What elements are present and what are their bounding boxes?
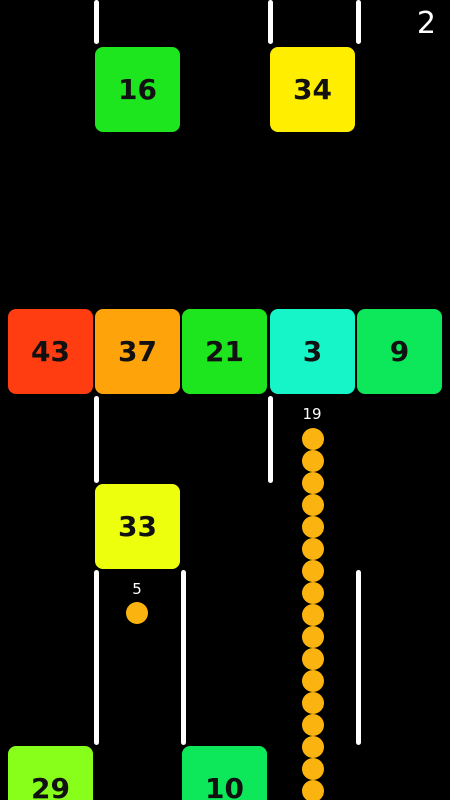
pickup-value-label: 5 <box>132 580 142 598</box>
number-block-43: 43 <box>8 309 93 394</box>
snake-segment <box>302 472 324 494</box>
snake-segment <box>302 692 324 714</box>
snake-segment <box>302 494 324 516</box>
snake-segment <box>302 450 324 472</box>
number-block-16: 16 <box>95 47 180 132</box>
snake-segment <box>302 670 324 692</box>
wall <box>181 570 186 745</box>
wall <box>268 396 273 483</box>
number-block-34: 34 <box>270 47 355 132</box>
snake-segment <box>302 560 324 582</box>
number-block-3: 3 <box>270 309 355 394</box>
snake-segment <box>302 538 324 560</box>
pickup-ball <box>126 602 148 624</box>
snake-segment <box>302 714 324 736</box>
number-block-10: 10 <box>182 746 267 800</box>
snake-segment <box>302 758 324 780</box>
number-block-37: 37 <box>95 309 180 394</box>
snake-length-label: 19 <box>302 405 322 423</box>
wall <box>94 396 99 483</box>
number-block-29: 29 <box>8 746 93 800</box>
snake-segment <box>302 516 324 538</box>
wall <box>356 0 361 44</box>
number-block-33: 33 <box>95 484 180 569</box>
snake-segment <box>302 780 324 800</box>
wall <box>94 0 99 44</box>
snake-segment <box>302 648 324 670</box>
snake-segment <box>302 582 324 604</box>
snake-segment <box>302 428 324 450</box>
score-counter: 2 <box>416 6 436 41</box>
snake-segment <box>302 604 324 626</box>
wall <box>94 570 99 745</box>
snake-segment <box>302 626 324 648</box>
snake-segment <box>302 736 324 758</box>
number-block-9: 9 <box>357 309 442 394</box>
number-block-21: 21 <box>182 309 267 394</box>
wall <box>356 570 361 745</box>
wall <box>268 0 273 44</box>
